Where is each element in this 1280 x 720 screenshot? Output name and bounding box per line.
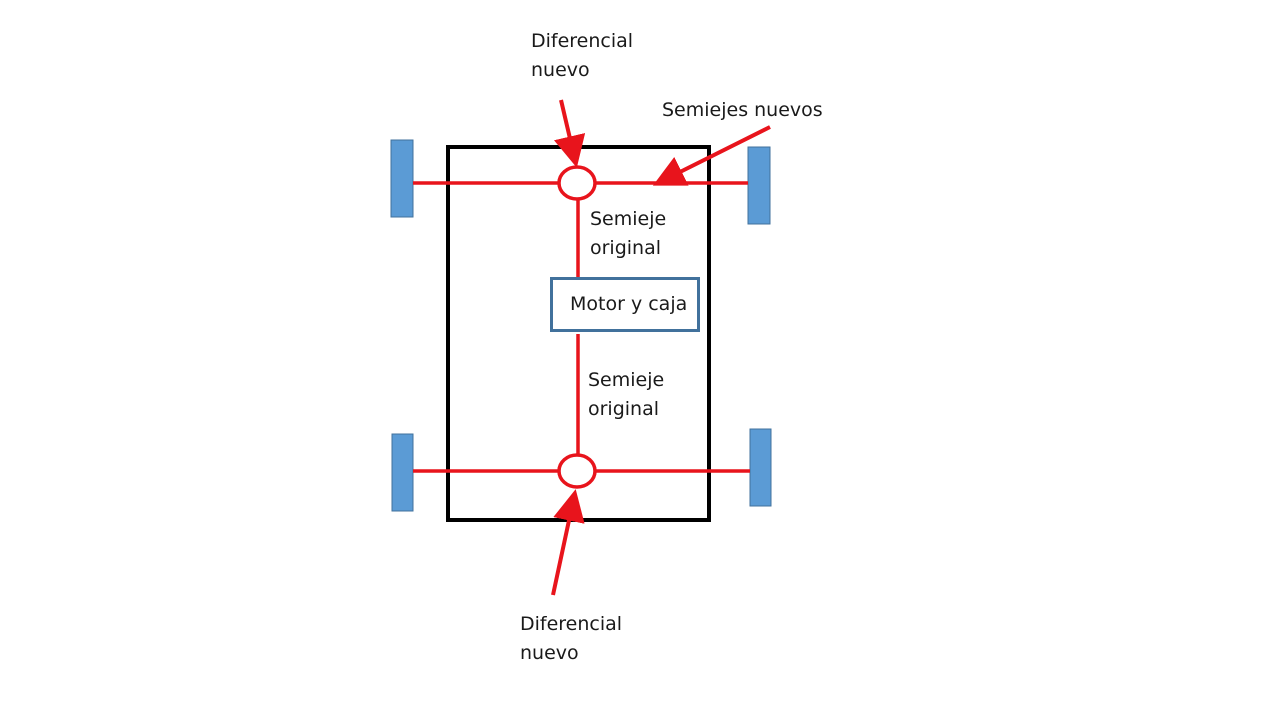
engine-gearbox-box: Motor y caja	[550, 277, 700, 332]
rear-differential-arrow	[551, 489, 585, 596]
front-original-shaft-label-line1: Semieje	[590, 208, 667, 230]
rear-original-shaft-label-line1: Semieje	[588, 369, 665, 391]
front-original-shaft-label-line2: original	[590, 237, 662, 259]
front-differential-label-line2: nuevo	[531, 59, 590, 81]
front-differential-label-line1: Diferencial	[531, 30, 634, 52]
front-differential-arrow	[553, 99, 586, 168]
rear-right-wheel	[749, 428, 772, 507]
rear-differential-label: Diferencial nuevo	[520, 610, 622, 668]
front-differential-label: Diferencial nuevo	[531, 27, 633, 85]
rear-differential-icon	[557, 453, 597, 489]
half-shafts-arrow	[652, 125, 771, 186]
rear-original-shaft-label: Semieje original	[588, 366, 664, 424]
rear-left-wheel	[391, 433, 414, 512]
front-right-wheel	[747, 146, 771, 225]
rear-differential-label-line2: nuevo	[520, 642, 579, 664]
new-half-shafts-label: Semiejes nuevos	[662, 99, 823, 121]
engine-gearbox-label: Motor y caja	[570, 293, 688, 315]
front-original-shaft-label: Semieje original	[590, 205, 666, 263]
rear-original-shaft-label-line2: original	[588, 398, 660, 420]
rear-differential-label-line1: Diferencial	[520, 613, 623, 635]
front-left-wheel	[390, 139, 414, 218]
front-differential-icon	[557, 165, 597, 201]
